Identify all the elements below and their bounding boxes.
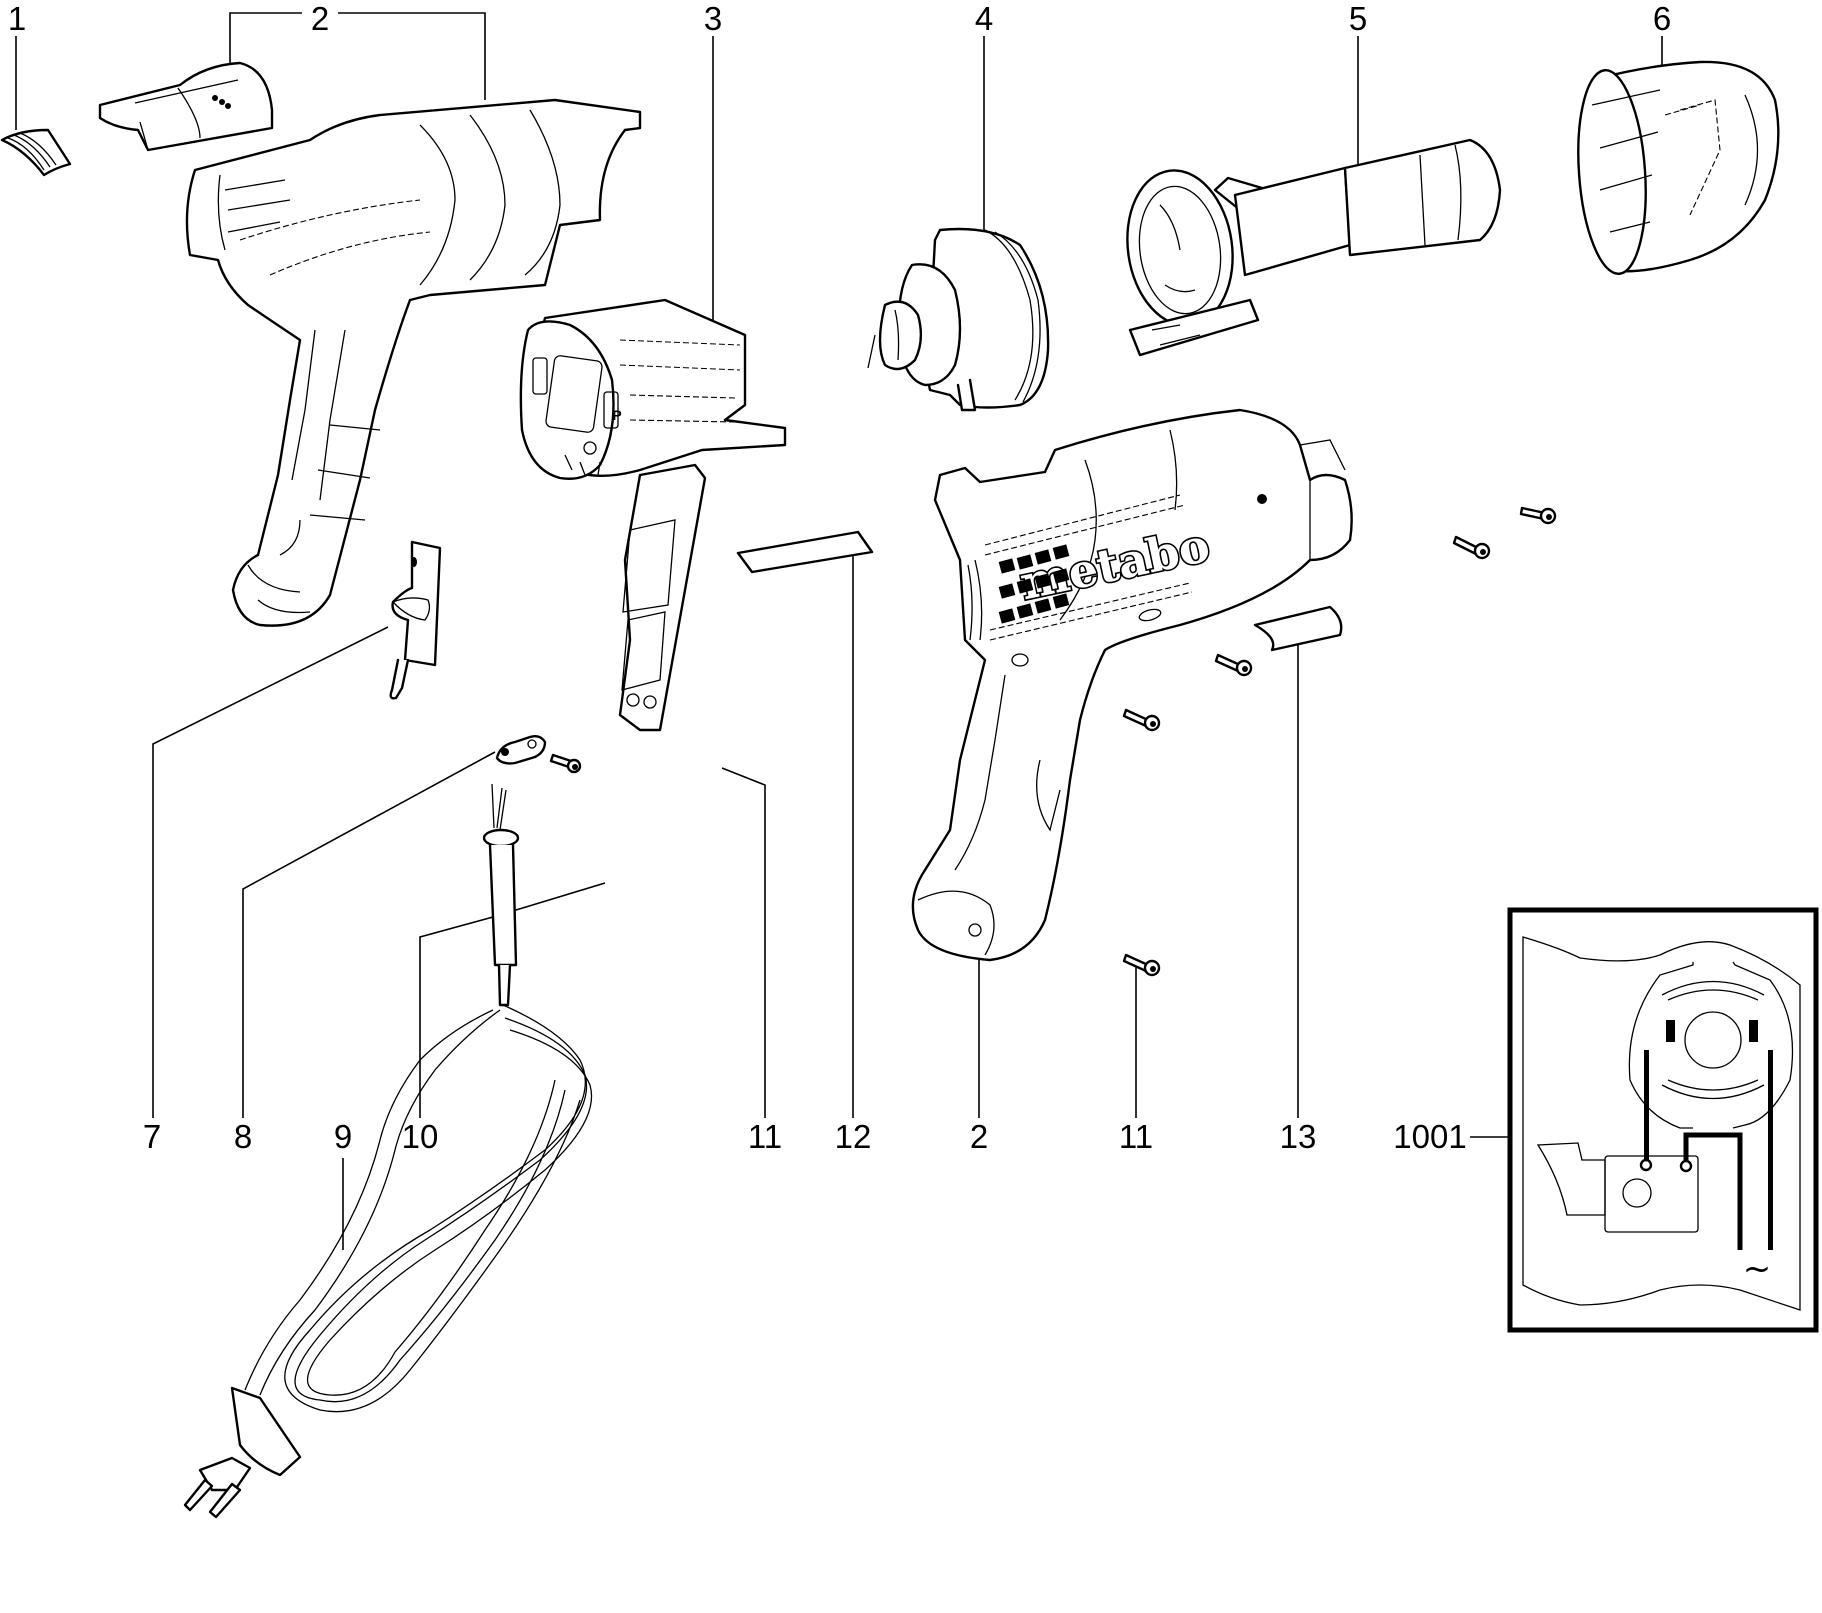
label-part-13: 13	[1280, 1118, 1317, 1155]
display-p-button-glyph: P	[612, 407, 621, 423]
part-3-display-module: P	[519, 298, 787, 732]
leader-11-left	[721, 767, 766, 1118]
part-12-label	[736, 530, 874, 574]
label-part-6: 6	[1653, 0, 1671, 37]
screw	[1519, 506, 1557, 525]
vent-grille	[998, 544, 1070, 624]
part-6-nozzle-shroud	[1577, 60, 1780, 275]
part-11-screws-right	[1122, 506, 1557, 977]
part-9-power-cord	[183, 1004, 593, 1519]
label-part-4: 4	[975, 0, 993, 37]
part-2-rear-cover	[98, 61, 274, 152]
label-part-5: 5	[1349, 0, 1367, 37]
label-part-11-left: 11	[748, 1118, 782, 1155]
label-part-12: 12	[835, 1118, 872, 1155]
ac-symbol: ~	[1743, 1249, 1772, 1289]
screw	[1122, 708, 1161, 732]
part-2-housing-left-half	[185, 98, 642, 627]
part-1001-wiring-diagram-inset: ~	[1507, 907, 1819, 1333]
leader-2-top	[229, 12, 486, 100]
label-part-2-bottom: 2	[970, 1118, 988, 1155]
screw	[1122, 953, 1161, 977]
label-part-10: 10	[402, 1118, 439, 1155]
label-part-11-right: 11	[1119, 1118, 1153, 1155]
leader-8	[242, 751, 496, 1118]
part-5-heating-element	[1126, 138, 1502, 357]
part-2-housing-right-half: metabo	[911, 408, 1353, 962]
label-part-2-top: 2	[311, 0, 329, 37]
label-part-8: 8	[234, 1118, 252, 1155]
part-4-motor-fan	[867, 227, 1050, 412]
screw	[1214, 653, 1253, 677]
part-10-cord-sleeve	[482, 783, 520, 1007]
label-part-1001: 1001	[1393, 1118, 1466, 1155]
part-13-label	[1253, 605, 1343, 652]
part-7-switch-bracket	[389, 540, 442, 700]
leader-lines	[15, 12, 1663, 1250]
label-part-1: 1	[8, 0, 26, 37]
label-part-7: 7	[143, 1118, 161, 1155]
label-part-3: 3	[704, 0, 722, 37]
part-1-sticker	[0, 128, 72, 177]
part-11-screw-left	[549, 753, 582, 774]
label-part-9: 9	[334, 1118, 352, 1155]
part-8-cord-clamp	[495, 734, 547, 765]
screw	[1452, 535, 1491, 560]
leader-7	[152, 626, 389, 1118]
logo-dot	[1257, 494, 1267, 504]
leader-10	[419, 882, 606, 1118]
